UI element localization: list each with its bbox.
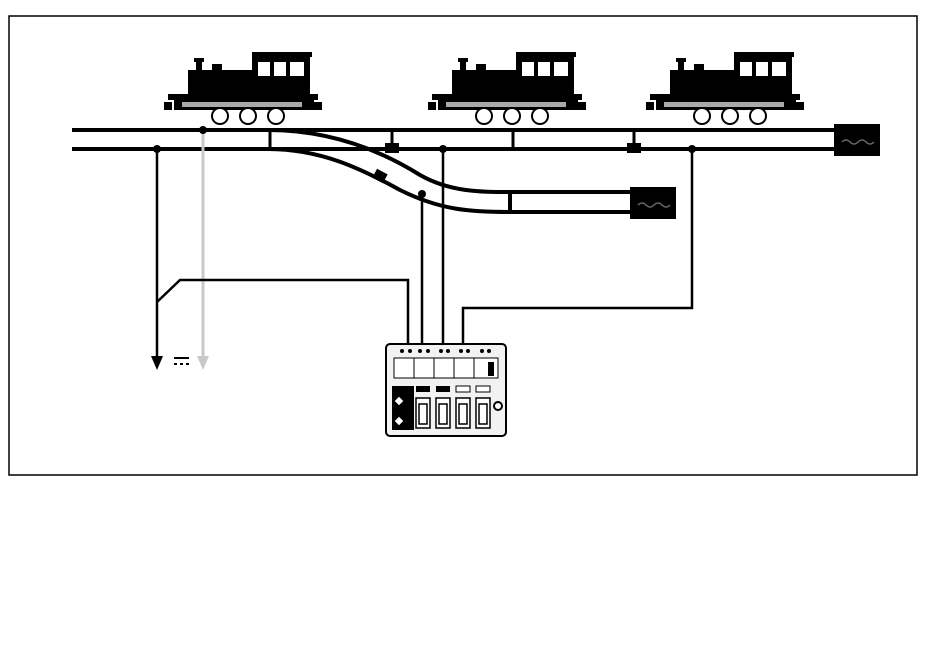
panel-indicator-knob	[494, 402, 502, 410]
feed-point-main-right	[688, 145, 696, 153]
siding-buffer-stop	[630, 187, 676, 219]
feed-point-left-bottom	[153, 145, 161, 153]
main-track-buffer-stop	[834, 124, 880, 156]
feed-point-siding	[418, 190, 426, 198]
feed-point-main-mid	[439, 145, 447, 153]
switch-panel	[386, 344, 506, 436]
feed-point-left-top	[199, 126, 207, 134]
